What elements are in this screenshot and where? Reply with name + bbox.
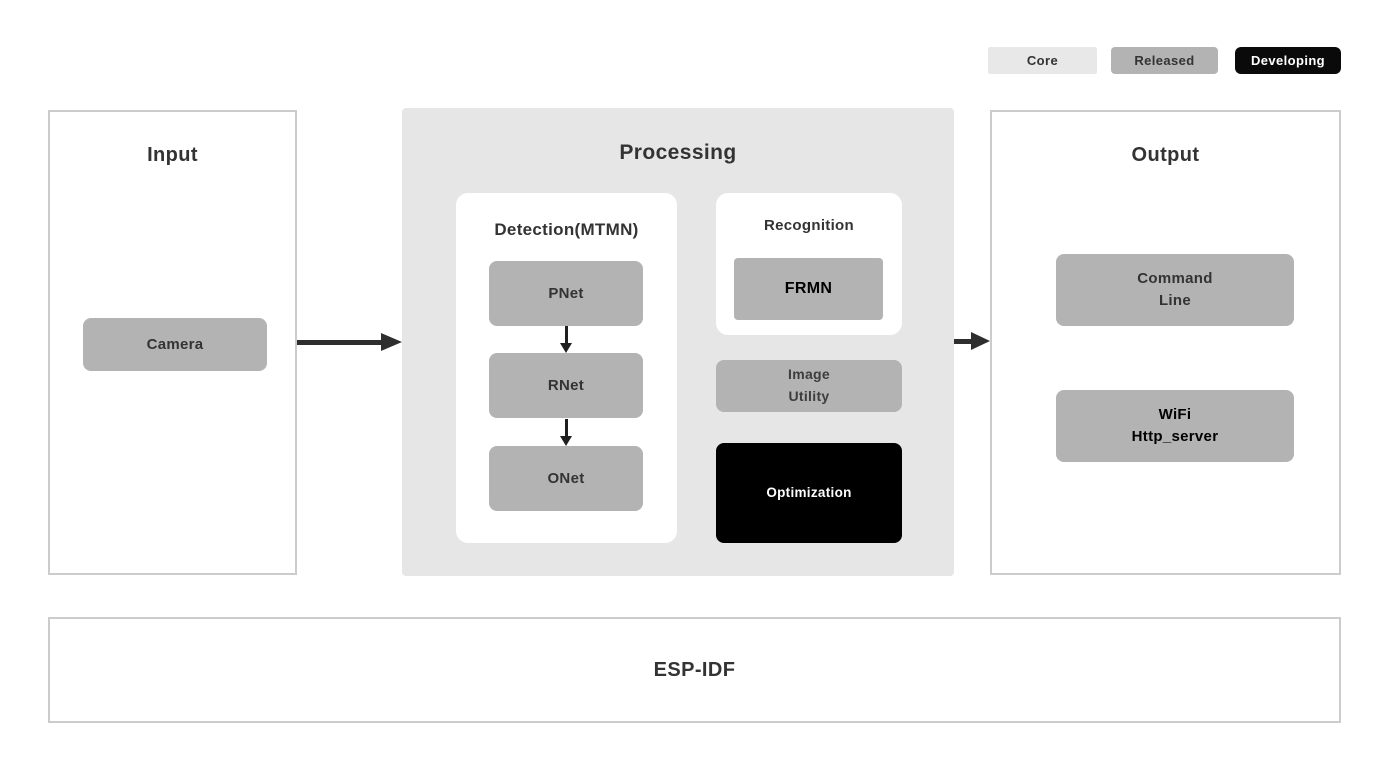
arrow-pnet-to-rnet xyxy=(560,326,572,353)
wifi-http-server-block: WiFi Http_server xyxy=(1056,390,1294,462)
recognition-group: Recognition FRMN xyxy=(716,193,902,335)
arrow-input-to-processing xyxy=(297,333,402,351)
arrow-head-right-icon xyxy=(381,333,402,351)
arrow-head-down-icon xyxy=(560,436,572,446)
arrow-processing-to-output xyxy=(954,332,990,350)
input-panel: Input Camera xyxy=(48,110,297,575)
legend-released-label: Released xyxy=(1134,53,1195,68)
optimization-block: Optimization xyxy=(716,443,902,543)
detection-group: Detection(MTMN) PNet RNet ONet xyxy=(456,193,677,543)
output-title: Output xyxy=(1131,144,1200,166)
camera-block: Camera xyxy=(83,318,267,371)
pnet-block: PNet xyxy=(489,261,643,326)
arrow-shaft xyxy=(564,419,568,437)
output-panel: Output Command Line WiFi Http_server xyxy=(990,110,1341,575)
arrow-head-right-icon xyxy=(971,332,990,350)
legend-developing-chip: Developing xyxy=(1235,47,1341,74)
frmn-block: FRMN xyxy=(734,258,883,320)
arrow-shaft xyxy=(564,326,568,344)
arrow-shaft xyxy=(954,339,971,344)
legend-released-chip: Released xyxy=(1111,47,1218,74)
command-line-block: Command Line xyxy=(1056,254,1294,326)
esp-idf-title: ESP-IDF xyxy=(653,658,736,681)
detection-title: Detection(MTMN) xyxy=(494,220,639,239)
arrow-head-down-icon xyxy=(560,343,572,353)
processing-panel: Processing Detection(MTMN) PNet RNet ONe… xyxy=(402,108,954,576)
esp-idf-panel: ESP-IDF xyxy=(48,617,1341,723)
arrow-rnet-to-onet xyxy=(560,419,572,446)
arrow-shaft xyxy=(297,340,382,345)
onet-block: ONet xyxy=(489,446,643,511)
input-title: Input xyxy=(147,144,198,166)
rnet-block: RNet xyxy=(489,353,643,418)
legend-core-chip: Core xyxy=(988,47,1097,74)
image-utility-block: Image Utility xyxy=(716,360,902,412)
legend-developing-label: Developing xyxy=(1250,53,1326,68)
processing-title: Processing xyxy=(619,141,737,164)
recognition-title: Recognition xyxy=(764,217,854,234)
legend-core-label: Core xyxy=(1026,53,1059,68)
